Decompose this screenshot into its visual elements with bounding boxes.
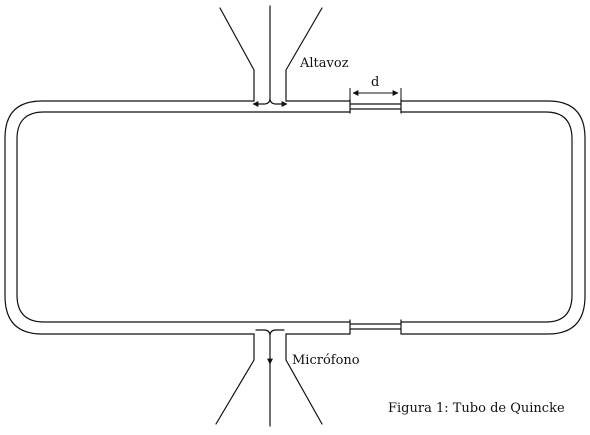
tube-outer-wall-left xyxy=(4,100,255,335)
speaker-horn xyxy=(219,7,323,102)
tube-inner-wall-right xyxy=(400,111,573,323)
speaker-label: Altavoz xyxy=(300,56,349,71)
tube-outer-wall-right xyxy=(400,100,586,335)
tube-inner-wall-left xyxy=(16,111,351,323)
figure-caption: Figura 1: Tubo de Quincke xyxy=(388,401,565,416)
bottom-sliding-joint xyxy=(349,319,402,335)
microphone-label: Micrófono xyxy=(292,353,360,368)
microphone-horn xyxy=(215,333,323,425)
top-sliding-joint xyxy=(349,98,402,114)
distance-label: d xyxy=(371,75,380,90)
speaker-center-line xyxy=(255,5,285,105)
microphone-center-line xyxy=(255,329,285,427)
